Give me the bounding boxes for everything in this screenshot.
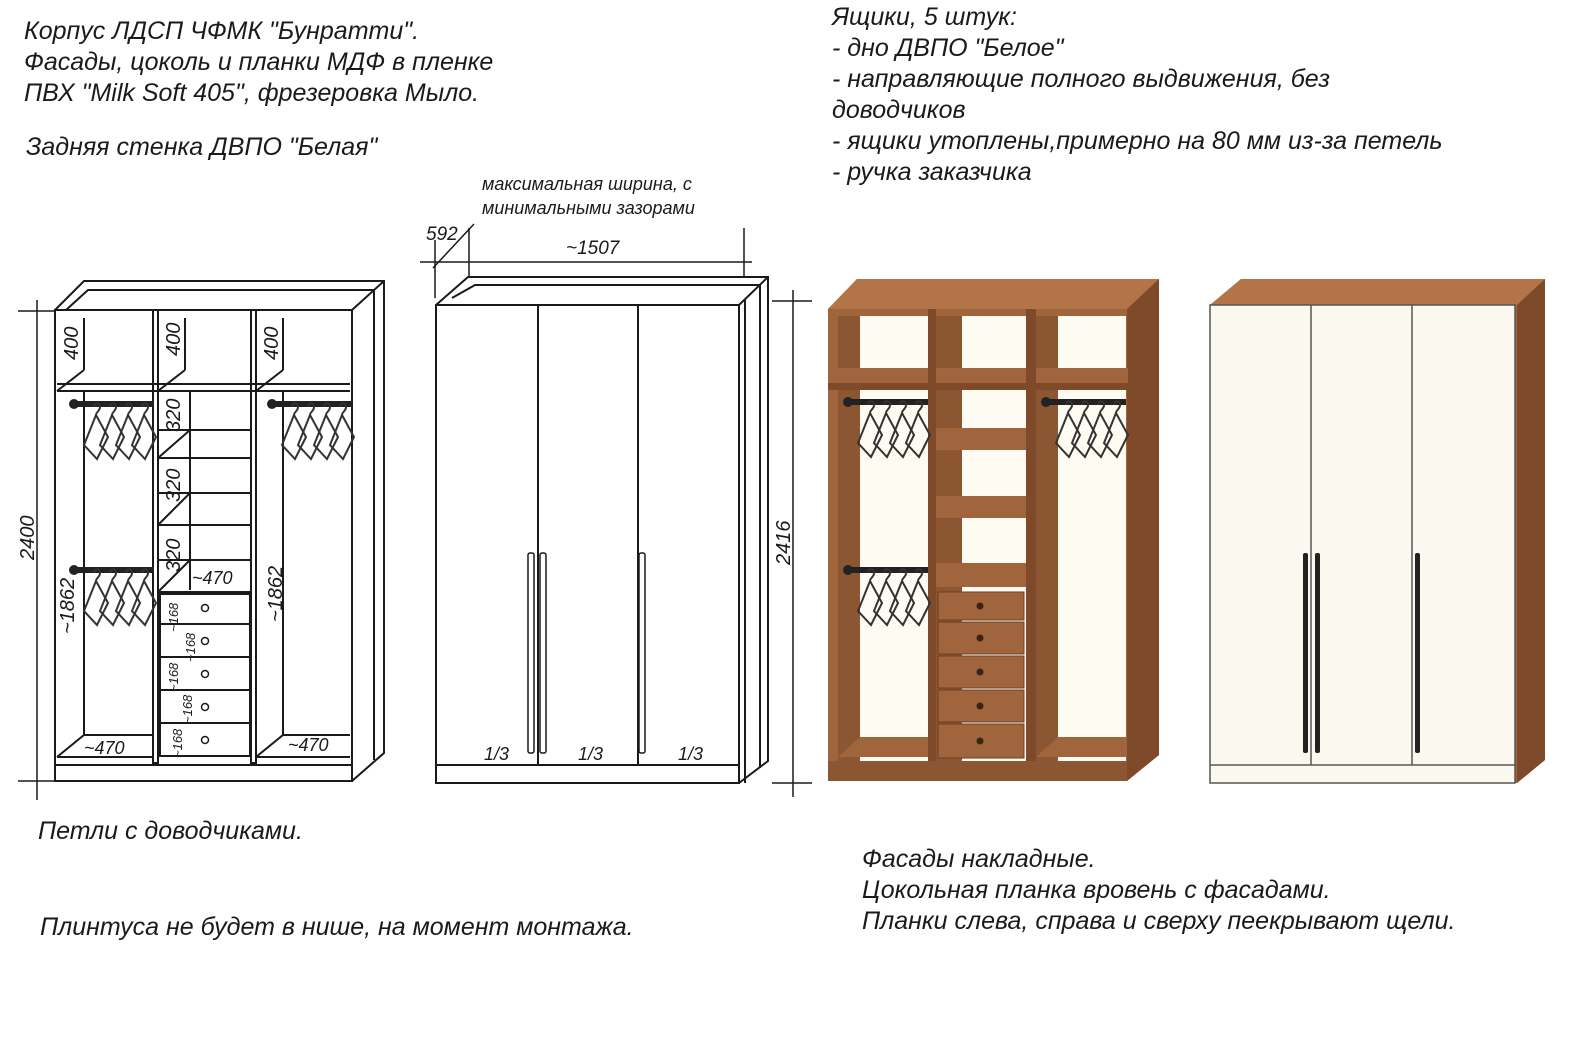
dim-depth: 592 bbox=[426, 224, 458, 245]
wardrobe-facade-rendered bbox=[1209, 279, 1545, 784]
dim-mid-shelf: 320 bbox=[163, 469, 185, 502]
door-share-label: 1/3 bbox=[484, 744, 509, 764]
wardrobe-interior-drawing bbox=[54, 280, 385, 782]
wardrobe-interior-rendered bbox=[828, 279, 1159, 781]
dim-width: ~1507 bbox=[566, 238, 621, 259]
dim-drawer-height: ~168 bbox=[166, 602, 181, 632]
dim-top-shelf: 400 bbox=[261, 327, 283, 360]
dim-top-shelf: 400 bbox=[163, 323, 185, 356]
drawer-knobs bbox=[200, 603, 210, 745]
note-line: Фасады накладные. bbox=[862, 845, 1096, 873]
note-line: ПВХ "Milk Soft 405", фрезеровка Мыло. bbox=[24, 79, 480, 107]
dim-bottom-width: ~470 bbox=[84, 738, 125, 758]
hinges-note: Петли с доводчиками. bbox=[38, 817, 303, 845]
dim-hanging: ~1862 bbox=[265, 566, 287, 622]
note-line: Цокольная планка вровень с фасадами. bbox=[862, 876, 1331, 904]
dim-drawer-height: ~168 bbox=[180, 694, 195, 724]
note-line: - ручка заказчика bbox=[832, 158, 1032, 186]
note-line: Корпус ЛДСП ЧФМК "Бунратти". bbox=[24, 17, 420, 45]
body-material-note: Корпус ЛДСП ЧФМК "Бунратти". Фасады, цок… bbox=[24, 16, 493, 109]
door-share-label: 1/3 bbox=[578, 744, 603, 764]
note-line: доводчиков bbox=[832, 96, 966, 124]
dim-mid-shelf: 320 bbox=[163, 539, 185, 572]
plinth-note: Плинтуса не будет в нише, на момент монт… bbox=[40, 913, 634, 941]
door-share-label: 1/3 bbox=[678, 744, 703, 764]
dim-drawer-height: ~168 bbox=[166, 662, 181, 692]
note-line: Планки слева, справа и сверху пеекрывают… bbox=[862, 907, 1456, 935]
dim-bottom-width: ~470 bbox=[192, 568, 233, 588]
wardrobe-facade-drawing bbox=[435, 276, 769, 784]
note-line: - ящики утоплены,примерно на 80 мм из-за… bbox=[832, 127, 1443, 155]
note-line: - дно ДВПО "Белое" bbox=[832, 34, 1064, 62]
drawers-note: Ящики, 5 штук: - дно ДВПО "Белое" - напр… bbox=[832, 2, 1443, 188]
dim-top-shelf: 400 bbox=[61, 327, 83, 360]
width-note: минимальными зазорами bbox=[482, 198, 695, 218]
note-line: Ящики, 5 штук: bbox=[832, 3, 1017, 31]
door-handles-line bbox=[527, 552, 646, 754]
dim-hanging: ~1862 bbox=[57, 578, 79, 634]
dim-mid-shelf: 320 bbox=[163, 399, 185, 432]
dim-height-left: 2400 bbox=[17, 516, 39, 562]
dim-bottom-width: ~470 bbox=[288, 735, 329, 755]
back-wall-note: Задняя стенка ДВПО "Белая" bbox=[26, 133, 378, 161]
width-note: максимальная ширина, с bbox=[482, 174, 692, 194]
dim-drawer-height: ~168 bbox=[170, 728, 185, 758]
note-line: Фасады, цоколь и планки МДФ в пленке bbox=[24, 48, 494, 76]
dim-drawer-height: ~168 bbox=[183, 632, 198, 662]
note-line: - направляющие полного выдвижения, без bbox=[832, 65, 1331, 93]
dim-height-right: 2416 bbox=[773, 520, 795, 566]
facades-note: Фасады накладные. Цокольная планка врове… bbox=[862, 844, 1455, 937]
